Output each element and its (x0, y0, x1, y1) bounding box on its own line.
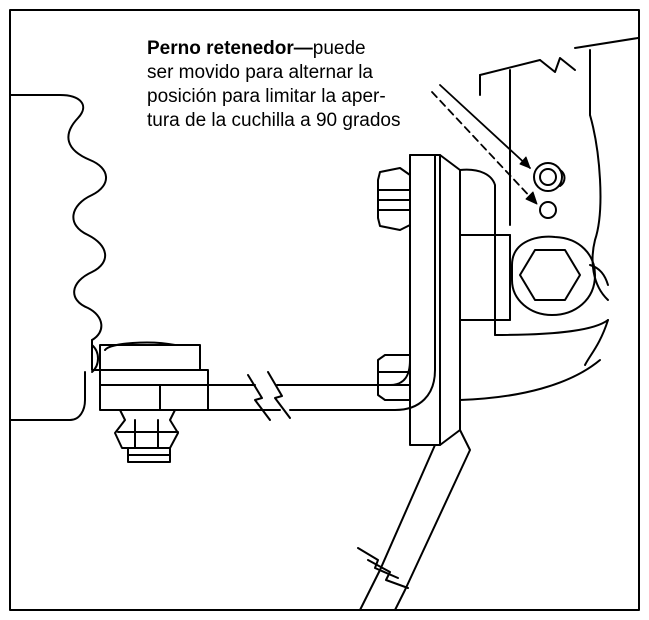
callout-line-3: posición para limitar la aper- (147, 86, 386, 107)
horizontal-rod (207, 154, 436, 421)
leader-arrows (431, 84, 538, 205)
retainer-pin-hole-lower (539, 201, 557, 219)
callout-label: Perno retenedor (147, 38, 294, 59)
callout-line-4: tura de la cuchilla a 90 grados (147, 110, 401, 131)
lower-rod (357, 429, 471, 611)
left-link (91, 339, 209, 463)
callout-line-1: Perno retenedor—puede (147, 37, 477, 61)
callout-text-1: puede (312, 38, 366, 59)
housing (479, 37, 639, 301)
hex-socket-bolt (511, 235, 609, 316)
bracket-body (459, 168, 609, 401)
insulator (9, 94, 107, 421)
retainer-pin-callout: Perno retenedor—puede ser movido para al… (147, 37, 477, 133)
retainer-pin-hole-upper (533, 162, 563, 192)
clamp-plate (377, 154, 461, 446)
callout-line-2: ser movido para alternar la (147, 62, 373, 83)
callout-dash: — (293, 38, 313, 59)
